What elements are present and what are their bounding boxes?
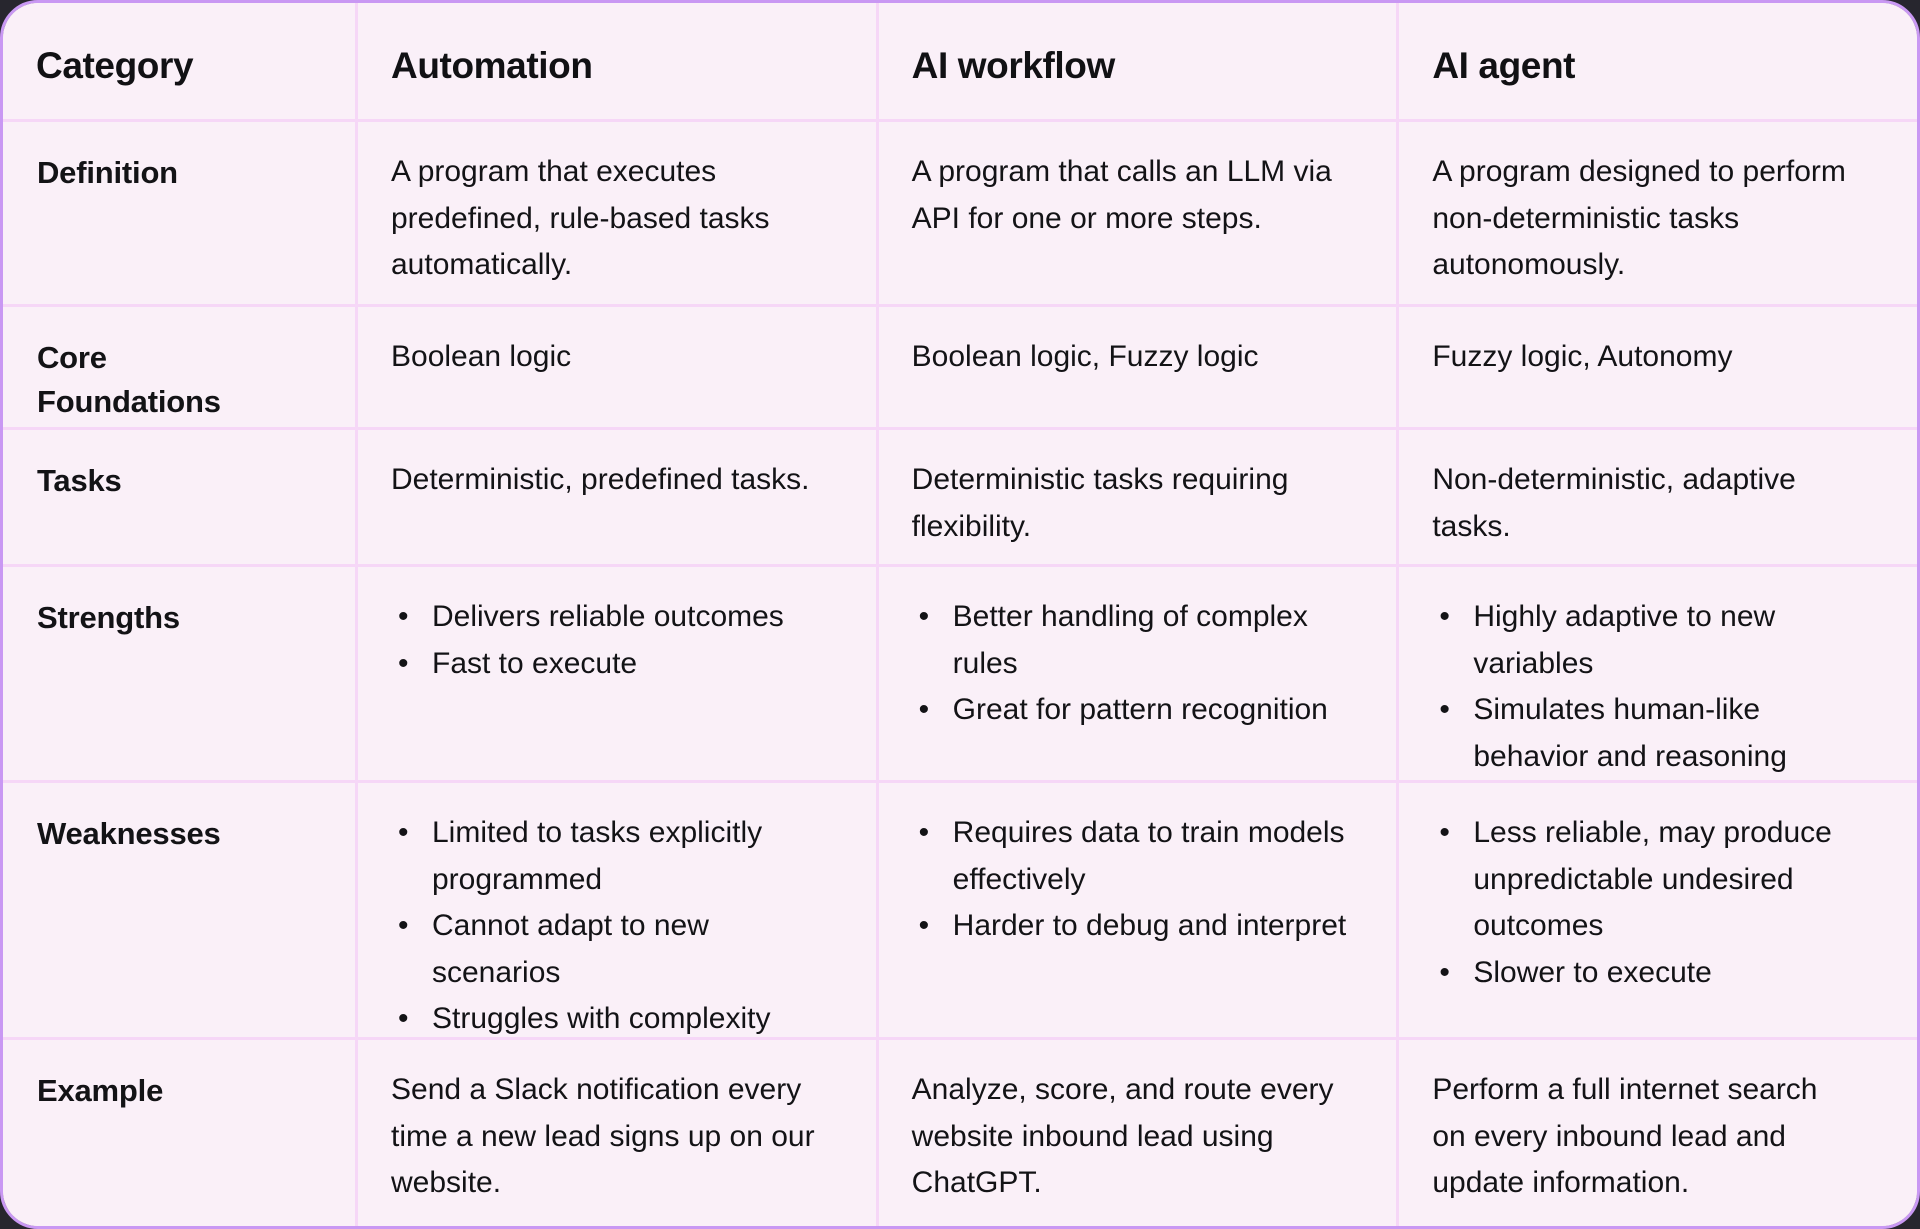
cell-text: A program that executes predefined, rule… <box>391 155 770 281</box>
cell-example-automation: Send a Slack notification every time a n… <box>358 1040 876 1226</box>
bullet-item: Highly adaptive to new variables <box>1437 594 1871 687</box>
row-label-text: Strengths <box>37 600 180 635</box>
cell-text: Deterministic, predefined tasks. <box>391 463 810 496</box>
cell-strengths-ai-workflow: Better handling of complex rulesGreat fo… <box>878 567 1397 780</box>
bullet-item: Delivers reliable outcomes <box>396 594 830 641</box>
row-label-text: Example <box>37 1073 164 1108</box>
cell-definition-ai-agent: A program designed to perform non-determ… <box>1399 122 1917 304</box>
comparison-table: Category Automation AI workflow AI agent… <box>3 3 1917 1226</box>
bullet-item: Cannot adapt to new scenarios <box>396 903 830 996</box>
cell-text: Perform a full internet search on every … <box>1432 1073 1818 1199</box>
cell-tasks-automation: Deterministic, predefined tasks. <box>358 430 876 564</box>
cell-text: Deterministic tasks requiring flexibilit… <box>911 463 1289 543</box>
cell-weaknesses-ai-agent: Less reliable, may produce unpredictable… <box>1399 783 1917 1037</box>
row-label-text: Definition <box>37 155 178 190</box>
bullet-item: Limited to tasks explicitly programmed <box>396 810 830 903</box>
cell-text: Fuzzy logic, Autonomy <box>1432 340 1733 373</box>
cell-definition-automation: A program that executes predefined, rule… <box>358 122 876 304</box>
cell-strengths-automation: Delivers reliable outcomesFast to execut… <box>358 567 876 780</box>
row-label-text: Core Foundations <box>37 340 221 420</box>
bullet-list: Requires data to train models effectivel… <box>879 783 1397 950</box>
cell-text: Non-deterministic, adaptive tasks. <box>1432 463 1796 543</box>
cell-text: A program that calls an LLM via API for … <box>911 155 1332 235</box>
row-label-text: Weaknesses <box>37 816 221 851</box>
cell-text: Analyze, score, and route every website … <box>911 1073 1334 1199</box>
row-label-definition: Definition <box>3 122 355 304</box>
bullet-item: Fast to execute <box>396 641 830 688</box>
bullet-item: Great for pattern recognition <box>917 687 1351 734</box>
column-header-category: Category <box>3 3 355 119</box>
bullet-list: Less reliable, may produce unpredictable… <box>1399 783 1917 996</box>
row-label-tasks: Tasks <box>3 430 355 564</box>
bullet-item: Better handling of complex rules <box>917 594 1351 687</box>
cell-core-foundations-ai-agent: Fuzzy logic, Autonomy <box>1399 307 1917 427</box>
bullet-list: Delivers reliable outcomesFast to execut… <box>358 567 876 687</box>
cell-weaknesses-automation: Limited to tasks explicitly programmedCa… <box>358 783 876 1037</box>
bullet-list: Limited to tasks explicitly programmedCa… <box>358 783 876 1037</box>
cell-weaknesses-ai-workflow: Requires data to train models effectivel… <box>878 783 1397 1037</box>
column-header-ai-workflow: AI workflow <box>878 3 1397 119</box>
cell-text: Boolean logic, Fuzzy logic <box>911 340 1259 373</box>
cell-core-foundations-automation: Boolean logic <box>358 307 876 427</box>
cell-strengths-ai-agent: Highly adaptive to new variablesSimulate… <box>1399 567 1917 780</box>
row-label-weaknesses: Weaknesses <box>3 783 355 1037</box>
bullet-item: Requires data to train models effectivel… <box>917 810 1351 903</box>
column-header-ai-agent: AI agent <box>1399 3 1917 119</box>
row-label-core-foundations: Core Foundations <box>3 307 355 427</box>
cell-example-ai-agent: Perform a full internet search on every … <box>1399 1040 1917 1226</box>
cell-example-ai-workflow: Analyze, score, and route every website … <box>878 1040 1397 1226</box>
cell-core-foundations-ai-workflow: Boolean logic, Fuzzy logic <box>878 307 1397 427</box>
bullet-item: Simulates human-like behavior and reason… <box>1437 687 1871 780</box>
row-label-text: Tasks <box>37 463 122 498</box>
bullet-list: Better handling of complex rulesGreat fo… <box>879 567 1397 734</box>
cell-text: A program designed to perform non-determ… <box>1432 155 1846 281</box>
cell-text: Send a Slack notification every time a n… <box>391 1073 815 1199</box>
bullet-item: Slower to execute <box>1437 950 1871 997</box>
cell-definition-ai-workflow: A program that calls an LLM via API for … <box>878 122 1397 304</box>
cell-text: Boolean logic <box>391 340 572 373</box>
bullet-item: Struggles with complexity <box>396 996 830 1037</box>
row-label-example: Example <box>3 1040 355 1226</box>
bullet-item: Harder to debug and interpret <box>917 903 1351 950</box>
cell-tasks-ai-agent: Non-deterministic, adaptive tasks. <box>1399 430 1917 564</box>
column-header-automation: Automation <box>358 3 876 119</box>
cell-tasks-ai-workflow: Deterministic tasks requiring flexibilit… <box>878 430 1397 564</box>
bullet-item: Less reliable, may produce unpredictable… <box>1437 810 1871 950</box>
row-label-strengths: Strengths <box>3 567 355 780</box>
bullet-list: Highly adaptive to new variablesSimulate… <box>1399 567 1917 780</box>
